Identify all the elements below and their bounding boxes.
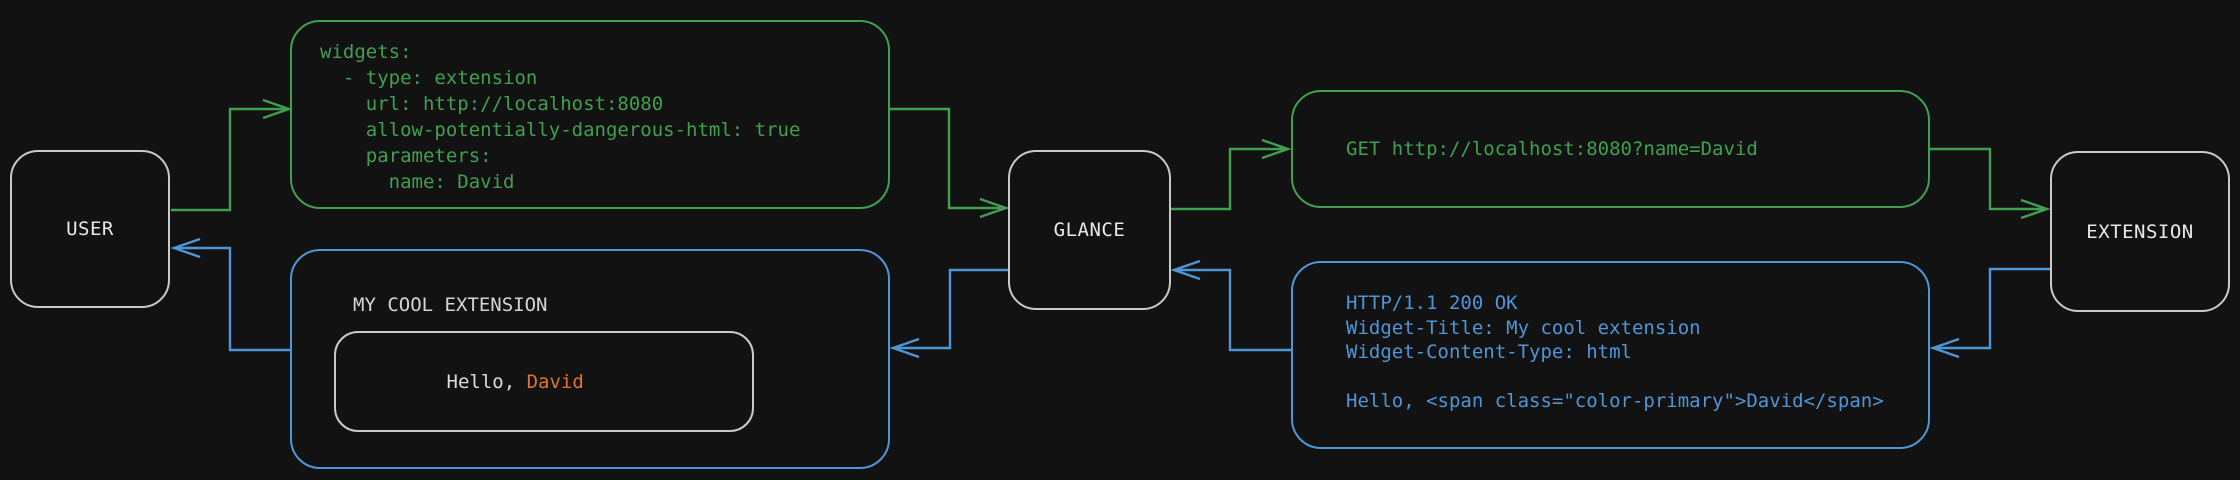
user-node: USER (10, 150, 170, 308)
user-node-label: USER (66, 218, 114, 240)
code-line: Widget-Title: My cool extension (1346, 316, 1701, 339)
arrow-extension-to-response (1929, 267, 2050, 359)
arrow-get-to-extension (1930, 147, 2051, 220)
http-response-box: HTTP/1.1 200 OK Widget-Title: My cool ex… (1291, 261, 1930, 449)
arrow-user-to-config (171, 98, 293, 212)
code-line (1346, 365, 1928, 390)
code-line: Hello, <span class="color-primary">David… (1346, 390, 1884, 412)
code-line: widgets: (320, 41, 412, 63)
arrow-glance-to-widget (889, 268, 1008, 359)
widget-preview-box: MY COOL EXTENSION Hello, David (290, 249, 890, 469)
code-line: allow-potentially-dangerous-html: true (320, 119, 801, 141)
yaml-config-box: widgets: - type: extension url: http://l… (290, 20, 890, 209)
code-line: parameters: (320, 145, 492, 167)
extension-node: EXTENSION (2050, 151, 2230, 312)
greeting-prefix: Hello, (446, 370, 527, 393)
greeting-name: David (526, 370, 584, 393)
arrow-config-to-glance (890, 107, 1010, 219)
code-line: HTTP/1.1 200 OK (1346, 292, 1518, 314)
code-line: name: David (320, 171, 515, 193)
widget-rendered-output-box: Hello, David (334, 331, 754, 432)
extension-node-label: EXTENSION (2086, 220, 2194, 243)
arrow-glance-to-get (1171, 138, 1292, 211)
arrow-widget-to-user (170, 237, 290, 352)
code-line: url: http://localhost:8080 (320, 93, 664, 115)
widget-title: MY COOL EXTENSION (353, 294, 548, 316)
glance-node-label: GLANCE (1053, 219, 1126, 241)
code-line: - type: extension (320, 67, 538, 89)
http-request-box: GET http://localhost:8080?name=David (1291, 90, 1930, 208)
glance-node: GLANCE (1008, 150, 1171, 310)
code-line: GET http://localhost:8080?name=David (1346, 138, 1758, 160)
arrow-response-to-glance (1170, 259, 1291, 352)
code-line: Widget-Content-Type: html (1346, 341, 1632, 363)
greeting-text: Hello, David (336, 349, 584, 415)
